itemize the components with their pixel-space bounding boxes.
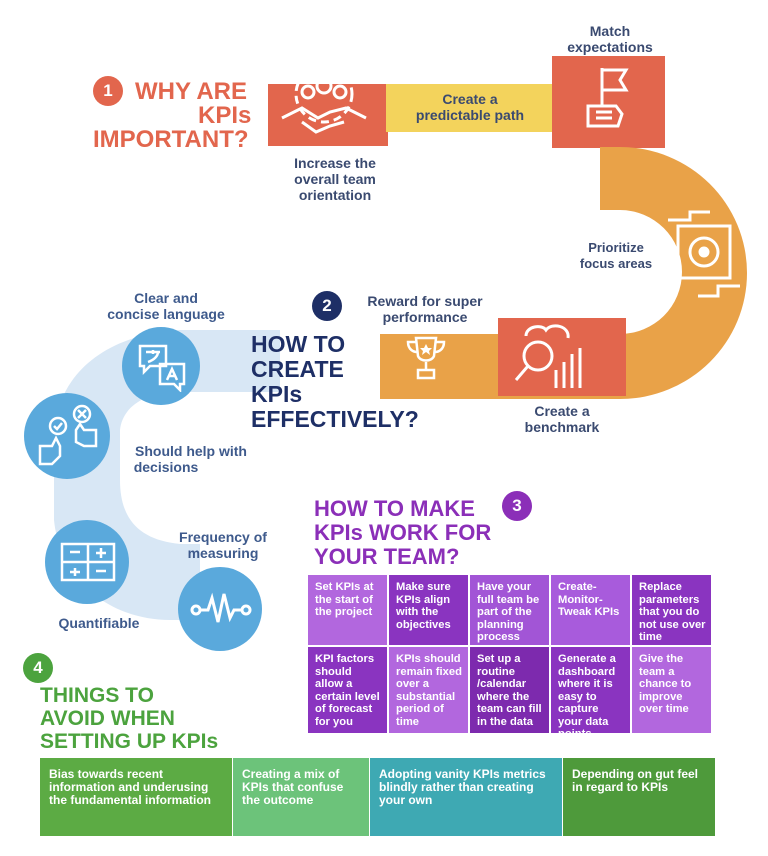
section4-number: 4 [23, 653, 53, 683]
label-frequency-line2: measuring [187, 545, 259, 561]
section2-title-line3: KPIs [251, 381, 303, 407]
handshake-gear-icon [281, 64, 367, 134]
label-reward-line1: Reward for super [367, 293, 483, 309]
section1-title-line1: WHY ARE [135, 78, 248, 105]
section2-title-line4: EFFECTIVELY? [251, 406, 419, 432]
trophy-icon [406, 336, 446, 380]
section3-title-line2: KPIs WORK FOR [314, 520, 492, 545]
section3-title-line3: YOUR TEAM? [314, 544, 460, 569]
label-predictable-line1: Create a [442, 91, 498, 107]
label-benchmark-line1: Create a [534, 403, 590, 419]
label-clear-line2: concise language [107, 306, 225, 322]
grid-cell-r1c4: Create-Monitor-Tweak KPIs [551, 575, 630, 645]
flag-hand-icon [586, 68, 629, 128]
translate-icon [138, 344, 186, 392]
label-increase-line1: Increase the [294, 155, 376, 171]
focus-target-icon [668, 210, 740, 298]
grid-cell-r2c3: Set up a routine /calendar where the tea… [470, 647, 549, 733]
avoid-item-3: Adopting vanity KPIs metrics blindly rat… [370, 758, 562, 836]
label-benchmark-line2: benchmark [524, 419, 600, 435]
label-decisions-line1: Should help with [135, 443, 247, 459]
label-clear-line1: Clear and [134, 290, 198, 306]
grid-cell-r2c4: Generate a dashboard where it is easy to… [551, 647, 630, 740]
label-predictable-line2: predictable path [415, 107, 525, 123]
label-quantifiable: Quantifiable [58, 615, 140, 631]
label-match-line1: Match [589, 23, 631, 39]
section4-title-line1: THINGS TO [40, 684, 154, 707]
label-increase-line3: orientation [298, 187, 372, 203]
decision-hands-icon [38, 404, 98, 466]
benchmark-chart-icon [514, 324, 582, 388]
grid-cell-r1c2: Make sure KPIs align with the objectives [389, 575, 468, 645]
grid-cell-r2c5: Give the team a chance to improve over t… [632, 647, 711, 733]
section3-number: 3 [502, 491, 532, 521]
section1-title-line3: IMPORTANT? [93, 126, 249, 153]
path-curve-orange [380, 147, 747, 399]
grid-cell-r2c1: KPI factors should allow a certain level… [308, 647, 387, 733]
avoid-item-2: Creating a mix of KPIs that confuse the … [233, 758, 369, 836]
grid-cell-r1c5: Replace parameters that you do not use o… [632, 575, 711, 645]
section1-title-line2: KPIs [198, 102, 252, 129]
grid-cell-r1c1: Set KPIs at the start of the project [308, 575, 387, 645]
avoid-item-4: Depending on gut feel in regard to KPIs [563, 758, 715, 836]
grid-cell-r2c2: KPIs should remain fixed over a substant… [389, 647, 468, 733]
section3-title-line1: HOW TO MAKE [314, 496, 475, 521]
section2-number: 2 [312, 291, 342, 321]
label-prioritize-line2: focus areas [579, 256, 653, 271]
avoid-item-1: Bias towards recent information and unde… [40, 758, 232, 836]
section4-title-line3: SETTING UP KPIs [40, 730, 219, 753]
section1-number: 1 [93, 76, 123, 106]
section2-title-line2: CREATE [251, 356, 344, 382]
path-segment-benchmark [498, 318, 626, 396]
calculator-icon [60, 542, 116, 582]
label-reward-line2: performance [382, 309, 468, 325]
label-prioritize-line1: Prioritize [588, 240, 644, 255]
path-segment-yellow [386, 84, 552, 132]
label-increase-line2: overall team [294, 171, 376, 187]
label-decisions-line2: decisions [133, 459, 199, 475]
section4-title-line2: AVOID WHEN [40, 707, 175, 730]
grid-cell-r1c3: Have your full team be part of the plann… [470, 575, 549, 645]
section2-title-line1: HOW TO [251, 331, 346, 357]
label-frequency-line1: Frequency of [179, 529, 267, 545]
label-match-line2: expectations [567, 39, 653, 55]
pulse-wave-icon [190, 592, 252, 623]
